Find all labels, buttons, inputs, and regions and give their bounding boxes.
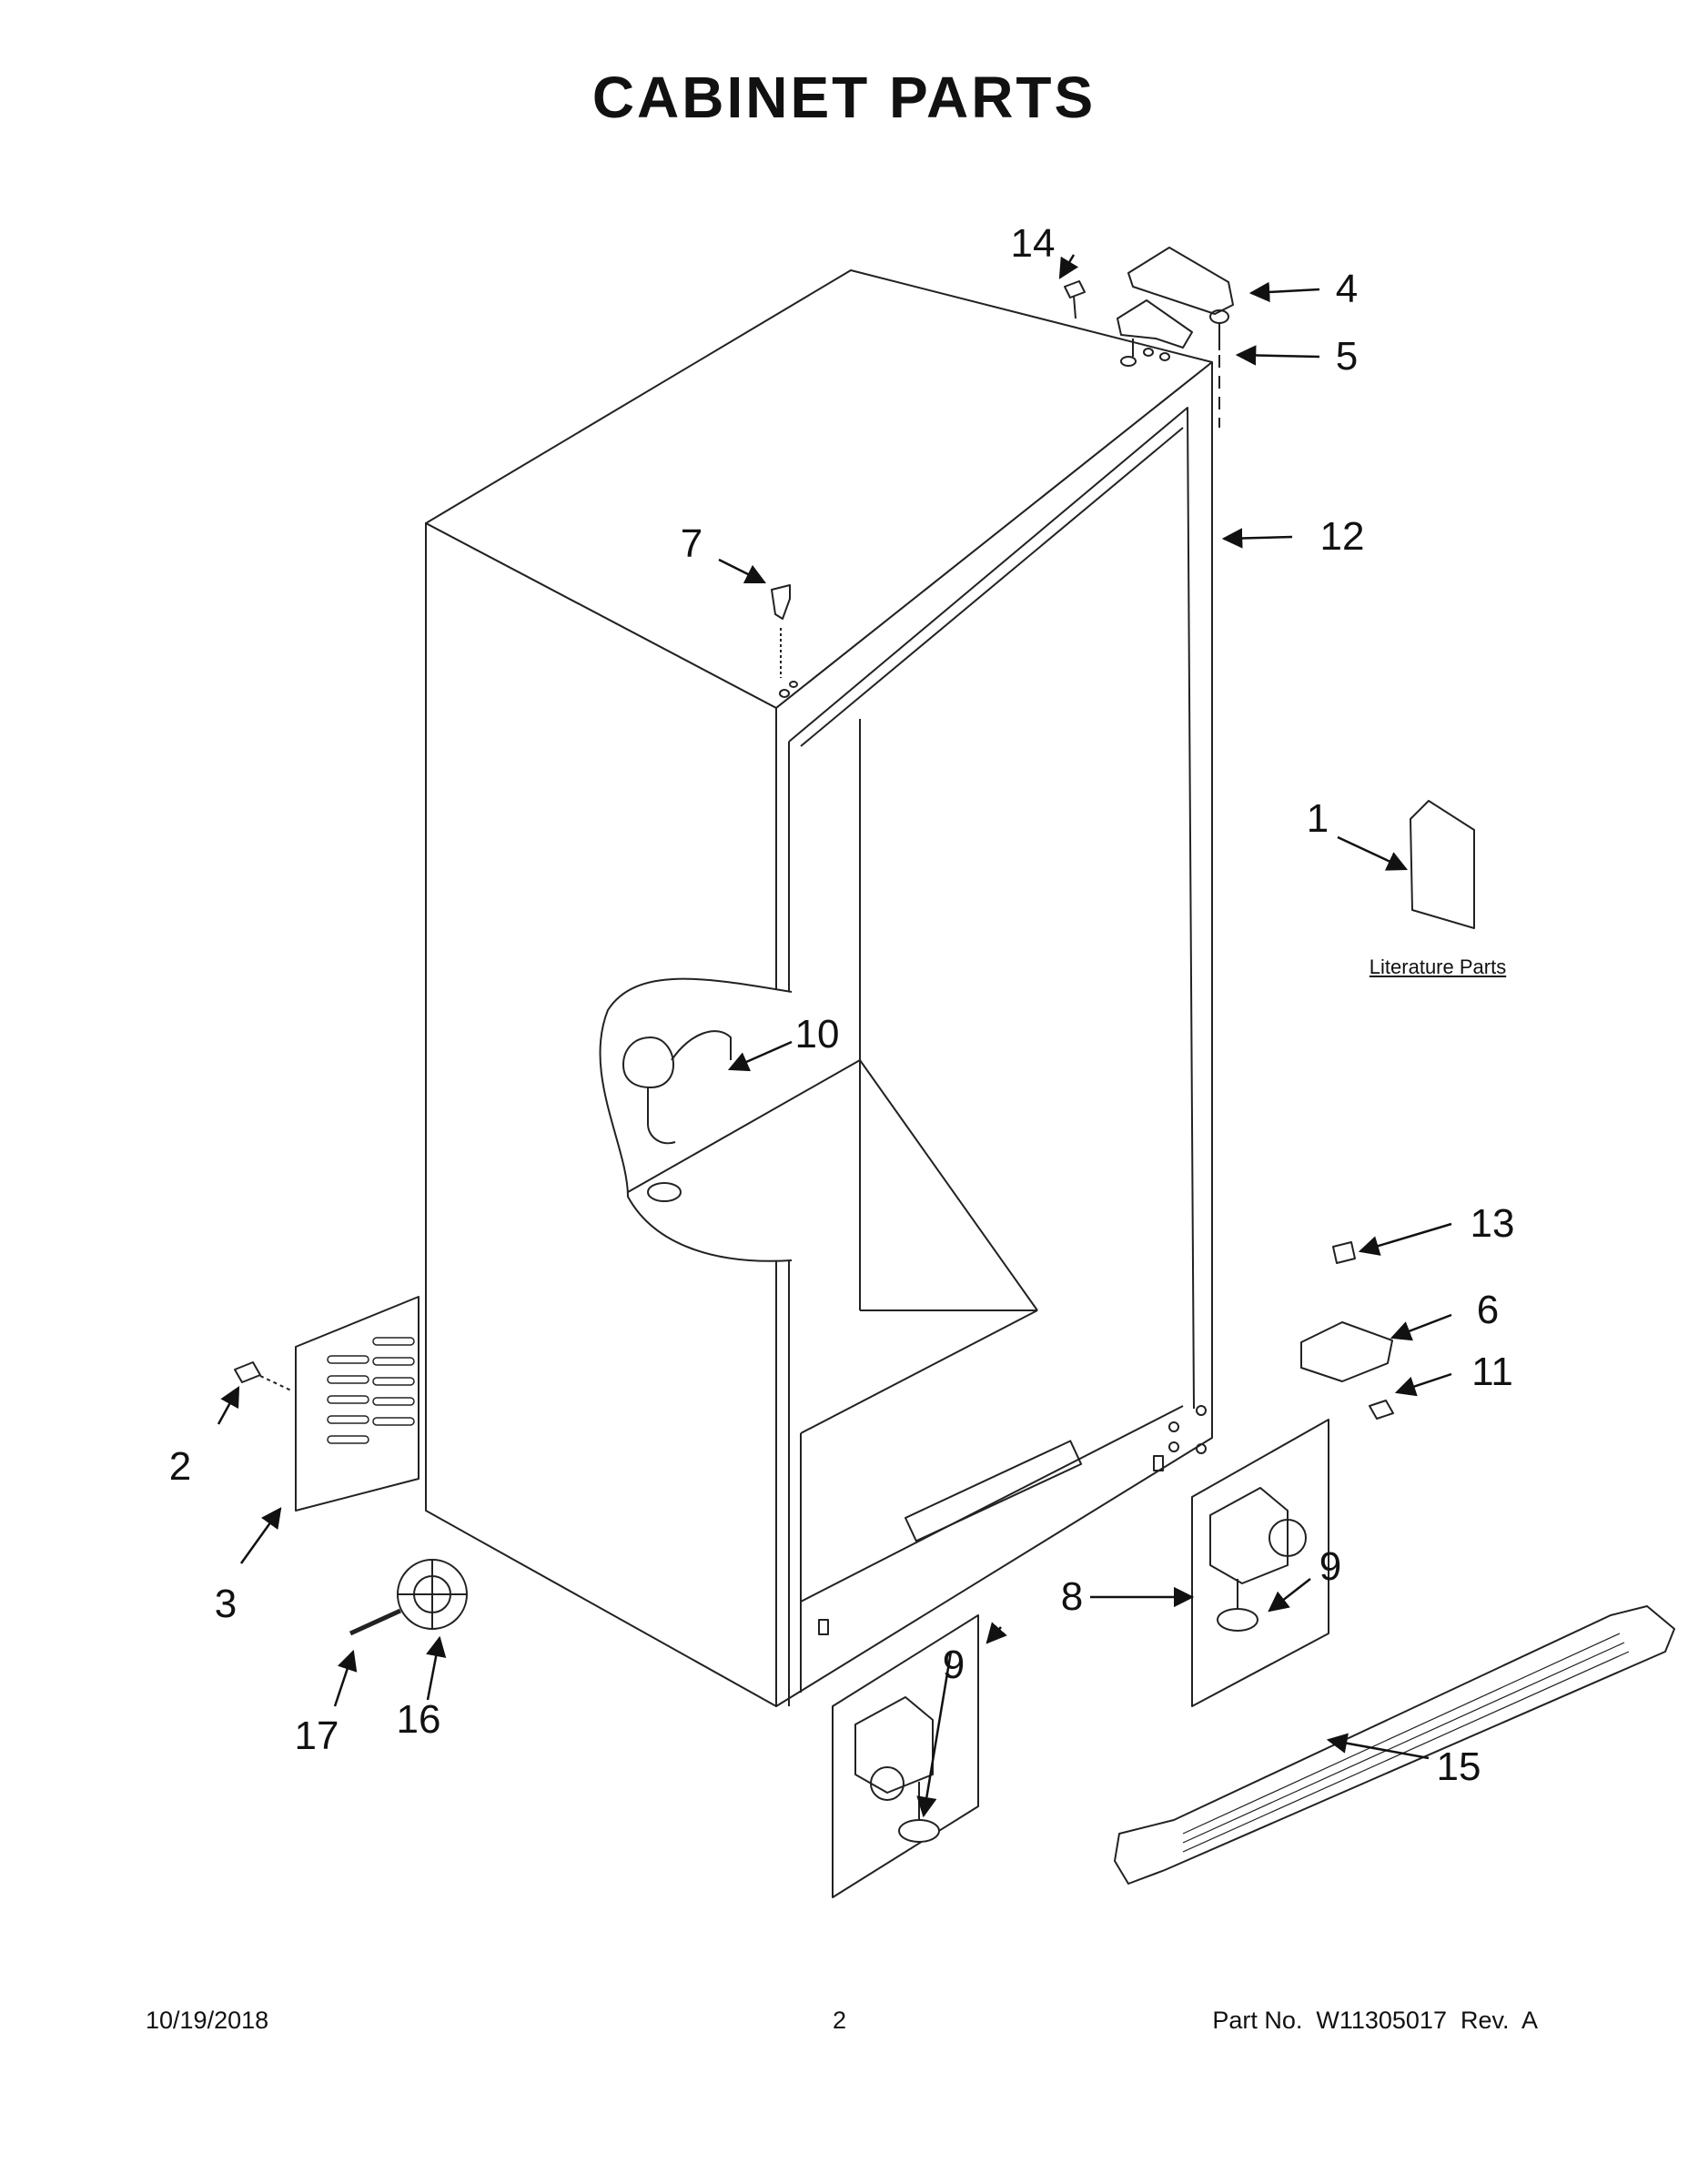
screw-2-part (234, 1361, 261, 1383)
footer-date: 10/19/2018 (146, 2007, 269, 2034)
callout-9-right: 9 (1319, 1544, 1342, 1589)
callout-10: 10 (794, 1012, 840, 1057)
footer-page-number: 2 (833, 2007, 847, 2034)
callout-15: 15 (1436, 1744, 1481, 1789)
screw-11-part (1369, 1400, 1394, 1420)
literature-parts-label: Literature Parts (1369, 956, 1507, 978)
callout-8: 8 (1060, 1574, 1084, 1619)
screw-13-part (1332, 1241, 1356, 1264)
callout-3: 3 (214, 1582, 238, 1626)
callout-12: 12 (1319, 514, 1365, 559)
callout-5: 5 (1335, 334, 1359, 379)
callout-16: 16 (396, 1697, 441, 1742)
page-title: CABINET PARTS (591, 65, 1097, 130)
callout-1: 1 (1306, 796, 1329, 841)
callout-17: 17 (294, 1714, 339, 1758)
callout-9-left: 9 (942, 1643, 965, 1687)
grille-part (1114, 1605, 1675, 1885)
callout-14: 14 (1010, 221, 1056, 266)
callout-11: 11 (1471, 1350, 1513, 1394)
hinge-part (1117, 299, 1193, 349)
callout-4: 4 (1335, 267, 1359, 311)
literature-parts-block (1410, 800, 1475, 929)
plug-7-part (771, 584, 791, 620)
leveler-box-left (832, 1614, 979, 1898)
bracket-6-part (1300, 1321, 1393, 1382)
footer-part-number: Part No. W11305017 Rev. A (1212, 2007, 1538, 2034)
callout-2: 2 (168, 1444, 192, 1489)
callout-6: 6 (1476, 1288, 1500, 1332)
callout-7: 7 (680, 521, 703, 566)
callout-13: 13 (1470, 1201, 1515, 1246)
screw-14-part (1064, 280, 1086, 298)
leveler-box-right (1191, 1419, 1329, 1707)
drain-cutaway (599, 977, 1038, 1311)
cabinet-body (425, 269, 1213, 1707)
hinge-cover-part (1127, 247, 1234, 315)
